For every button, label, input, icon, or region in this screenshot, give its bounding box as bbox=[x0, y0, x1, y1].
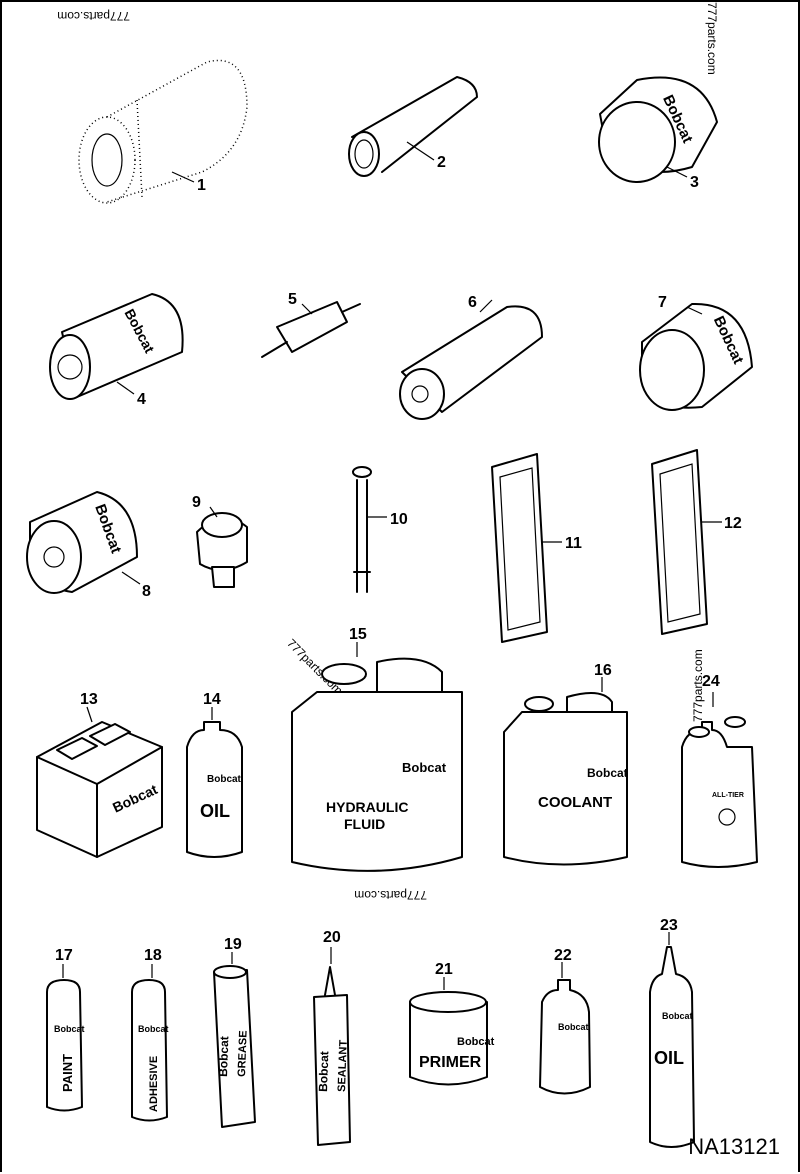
oil-filter-3: Bobcat bbox=[598, 76, 718, 183]
callout-2: 2 bbox=[437, 154, 446, 171]
label-coolant: COOLANT bbox=[538, 794, 612, 811]
callout-23: 23 bbox=[660, 917, 678, 934]
small-bottle: Bobcat bbox=[539, 962, 591, 1095]
brand-17: Bobcat bbox=[54, 1024, 85, 1034]
watermark-right: 777parts.com bbox=[691, 649, 705, 722]
brand-19: Bobcat bbox=[216, 1036, 231, 1077]
coolant-jug: Bobcat COOLANT bbox=[503, 677, 628, 866]
figure-id: NA13121 bbox=[688, 1134, 780, 1159]
fuel-filter-4: Bobcat bbox=[49, 293, 184, 400]
cylinder-filter-6 bbox=[399, 299, 543, 420]
callout-7: 7 bbox=[658, 294, 667, 311]
callout-20: 20 bbox=[323, 929, 341, 946]
oil-filter-8: Bobcat bbox=[26, 491, 141, 594]
air-filter-outer bbox=[78, 59, 248, 204]
brand-22: Bobcat bbox=[558, 1022, 589, 1032]
panel-filter-11 bbox=[491, 453, 562, 643]
callout-21: 21 bbox=[435, 961, 453, 978]
dual-chamber-bottle: ALL-TIER bbox=[681, 692, 758, 868]
oil-filter-7: Bobcat bbox=[639, 302, 753, 411]
oil-bottle-14: OIL Bobcat bbox=[186, 707, 243, 858]
adhesive-can: Bobcat ADHESIVE bbox=[131, 964, 169, 1122]
callout-9: 9 bbox=[192, 494, 201, 511]
label-fluid: FLUID bbox=[344, 816, 385, 832]
label-grease: GREASE bbox=[236, 1030, 250, 1077]
brand-16: Bobcat bbox=[587, 766, 628, 780]
label-adhesive: ADHESIVE bbox=[148, 1056, 160, 1112]
callout-17: 17 bbox=[55, 947, 73, 964]
panel-filter-12 bbox=[651, 449, 722, 635]
callout-10: 10 bbox=[390, 511, 408, 528]
label-hydraulic: HYDRAULIC bbox=[326, 799, 408, 815]
air-filter-inner bbox=[348, 76, 478, 177]
brand-21: Bobcat bbox=[457, 1036, 495, 1048]
oil-bottle-23: Bobcat OIL bbox=[649, 932, 695, 1148]
brand-15: Bobcat bbox=[402, 760, 447, 775]
callout-14: 14 bbox=[203, 691, 221, 708]
callout-13: 13 bbox=[80, 691, 98, 708]
callout-11: 11 bbox=[565, 535, 582, 552]
inline-fuel-filter bbox=[261, 301, 361, 358]
label-paint: PAINT bbox=[60, 1054, 75, 1092]
callout-24: 24 bbox=[702, 673, 720, 690]
label-oil-14: OIL bbox=[200, 801, 230, 821]
brand-14: Bobcat bbox=[207, 774, 242, 785]
label-primer: PRIMER bbox=[419, 1054, 482, 1071]
primer-can: Bobcat PRIMER bbox=[409, 977, 495, 1086]
callout-3: 3 bbox=[690, 174, 699, 191]
callout-15: 15 bbox=[349, 626, 367, 643]
label-all-tier: ALL-TIER bbox=[712, 792, 744, 799]
callout-5: 5 bbox=[288, 291, 297, 308]
breather-cap bbox=[196, 506, 248, 588]
watermark-top-left: 777parts.com bbox=[57, 9, 130, 23]
watermark-top-right: 777parts.com bbox=[705, 2, 719, 75]
watermark-bottom: 777parts.com bbox=[354, 888, 427, 902]
battery: Bobcat bbox=[36, 706, 163, 858]
callout-12: 12 bbox=[724, 515, 742, 532]
brand-23: Bobcat bbox=[662, 1011, 693, 1021]
callout-6: 6 bbox=[468, 294, 477, 311]
grease-tube: Bobcat GREASE bbox=[213, 952, 256, 1128]
hydraulic-fluid-jug: Bobcat HYDRAULIC FLUID bbox=[291, 642, 463, 872]
paint-can: Bobcat PAINT bbox=[46, 964, 85, 1112]
callout-4: 4 bbox=[137, 391, 146, 408]
brand-18: Bobcat bbox=[138, 1024, 169, 1034]
callout-16: 16 bbox=[594, 662, 612, 679]
label-oil-23: OIL bbox=[654, 1048, 684, 1068]
callout-8: 8 bbox=[142, 583, 151, 600]
callout-22: 22 bbox=[554, 947, 572, 964]
dipstick bbox=[352, 466, 387, 593]
callout-19: 19 bbox=[224, 936, 242, 953]
callout-18: 18 bbox=[144, 947, 162, 964]
sealant-cartridge: Bobcat SEALANT bbox=[313, 947, 351, 1146]
label-sealant: SEALANT bbox=[336, 1039, 350, 1092]
brand-20: Bobcat bbox=[316, 1051, 331, 1092]
callout-1: 1 bbox=[197, 177, 206, 194]
